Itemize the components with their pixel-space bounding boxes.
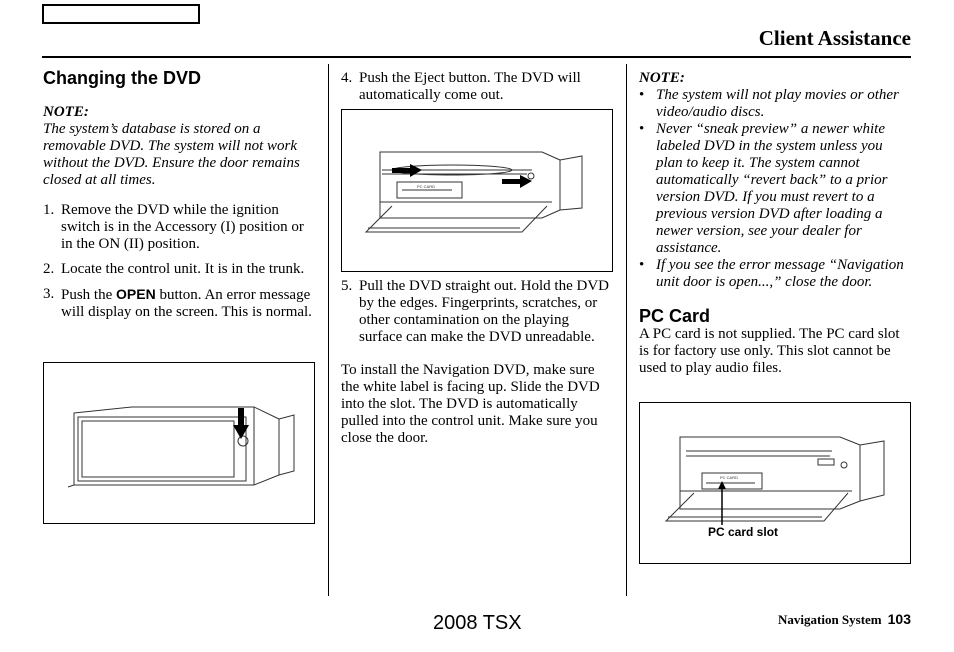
eject-arrow-icon [502,175,532,188]
bullet-mark: • [639,87,645,103]
section-heading-pc-card: PC Card [639,306,711,326]
bullet-text: If you see the error message “Navigation… [656,257,904,290]
column-divider-2 [626,64,627,596]
step-number: 1. [43,202,55,218]
step-text-after: button. An error message will display on… [61,287,312,320]
left-column: Changing the DVD NOTE: The system’s data… [43,68,315,321]
pc-card-paragraph: A PC card is not supplied. The PC card s… [639,326,900,376]
pc-card-slot-callout: PC card slot [708,525,779,539]
note-bullet: • The system will not play movies or oth… [639,87,911,121]
pc-card-illustration: PC CARD [664,436,885,525]
bullet-text: Never “sneak preview” a newer white labe… [656,121,888,256]
model-label: 2008 TSX [433,612,522,634]
bullet-mark: • [639,121,645,137]
section-heading-changing-dvd: Changing the DVD [43,68,201,88]
middle-column-bottom: 5. Pull the DVD straight out. Hold the D… [341,278,613,447]
step-text: Remove the DVD while the ignition switch… [61,202,304,252]
right-column: NOTE: • The system will not play movies … [639,70,911,377]
step-number: 3. [43,286,55,302]
note-body: The system’s database is stored on a rem… [43,121,300,188]
bullet-mark: • [639,257,645,273]
callout-line-icon [718,481,726,525]
step-text-before: Push the [61,287,117,303]
step-4: 4. Push the Eject button. The DVD will a… [341,70,613,104]
step-number: 2. [43,261,55,277]
note-title: NOTE: [43,104,89,120]
dvd-eject-illustration: PC CARD [364,151,583,233]
step-text: Pull the DVD straight out. Hold the DVD … [359,278,609,345]
page-title: Client Assistance [758,26,911,50]
step-number: 4. [341,70,353,86]
open-keyword: OPEN [116,286,156,302]
bullet-text: The system will not play movies or other… [656,87,899,120]
down-arrow-icon [233,408,249,439]
pc-card-label: PC CARD [417,184,435,189]
page-footer: Navigation System 103 [778,611,911,628]
step-text: Push the Eject button. The DVD will auto… [359,70,581,103]
step-3: 3. Push the OPEN button. An error messag… [43,286,315,321]
control-unit-illustration [67,406,295,488]
figure-eject-dvd: PC CARD [341,109,613,272]
page-number: 103 [887,611,911,627]
step-number: 5. [341,278,353,294]
step-5: 5. Pull the DVD straight out. Hold the D… [341,278,613,346]
step-1: 1. Remove the DVD while the ignition swi… [43,202,315,253]
header-rule [42,56,911,58]
figure-open-button [43,362,315,524]
figure-pc-card-slot: PC CARD PC card slot [639,402,911,564]
middle-column-top: 4. Push the Eject button. The DVD will a… [341,70,613,104]
note-bullet: • If you see the error message “Navigati… [639,257,911,291]
note-title: NOTE: [639,70,685,86]
step-text: Locate the control unit. It is in the tr… [61,261,305,277]
step-2: 2. Locate the control unit. It is in the… [43,261,315,278]
column-divider-1 [328,64,329,596]
pc-card-label: PC CARD [720,475,738,480]
footer-section: Navigation System [778,612,882,627]
section-tab-box [42,4,200,24]
note-bullet: • Never “sneak preview” a newer white la… [639,121,911,257]
install-paragraph: To install the Navigation DVD, make sure… [341,362,600,446]
left-arrow-icon [392,164,422,177]
